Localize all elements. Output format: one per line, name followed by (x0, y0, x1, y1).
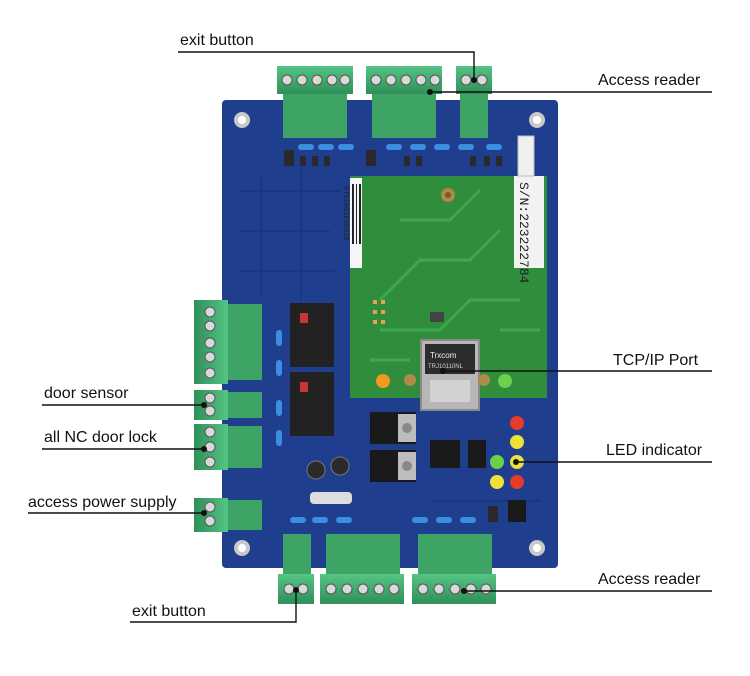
voltage-regulators (370, 412, 416, 482)
relays (290, 303, 334, 436)
left-terminal-4 (194, 498, 262, 532)
left-terminal-3 (194, 424, 262, 470)
label-exit-button-bottom: exit button (132, 603, 206, 620)
serial-sticker (514, 176, 544, 268)
bottom-terminal-1 (278, 534, 314, 604)
green-led (498, 374, 512, 388)
bottom-terminal-3 (412, 534, 496, 604)
top-terminal-2 (366, 66, 442, 138)
left-terminal-1 (194, 300, 262, 384)
pcb-traces (240, 170, 540, 502)
callout-dots (201, 77, 519, 594)
label-power-supply: access power supply (28, 494, 177, 511)
left-terminal-2 (194, 390, 262, 420)
resistors (276, 144, 502, 523)
ethernet-model: TRJ10110NL (428, 364, 464, 370)
module-traces (370, 188, 540, 362)
orange-led (376, 374, 390, 388)
barcode-text: KT01001E80228 (341, 186, 349, 241)
label-led-indicator: LED indicator (606, 442, 703, 459)
serial-number: S/N:223222784 (516, 182, 531, 284)
status-leds (490, 416, 524, 489)
top-terminal-1 (277, 66, 353, 138)
label-access-reader-bottom: Access reader (598, 571, 701, 588)
label-nc-door-lock: all NC door lock (44, 429, 157, 446)
callout-lines (28, 51, 712, 623)
label-tcp-ip-port: TCP/IP Port (613, 352, 699, 369)
label-access-reader-top: Access reader (598, 72, 701, 89)
ethernet-brand: Trxcom (430, 351, 457, 360)
label-door-sensor: door sensor (44, 385, 129, 402)
bottom-terminal-2 (320, 534, 404, 604)
label-exit-button-top: exit button (180, 32, 254, 49)
mounting-holes (234, 112, 545, 556)
